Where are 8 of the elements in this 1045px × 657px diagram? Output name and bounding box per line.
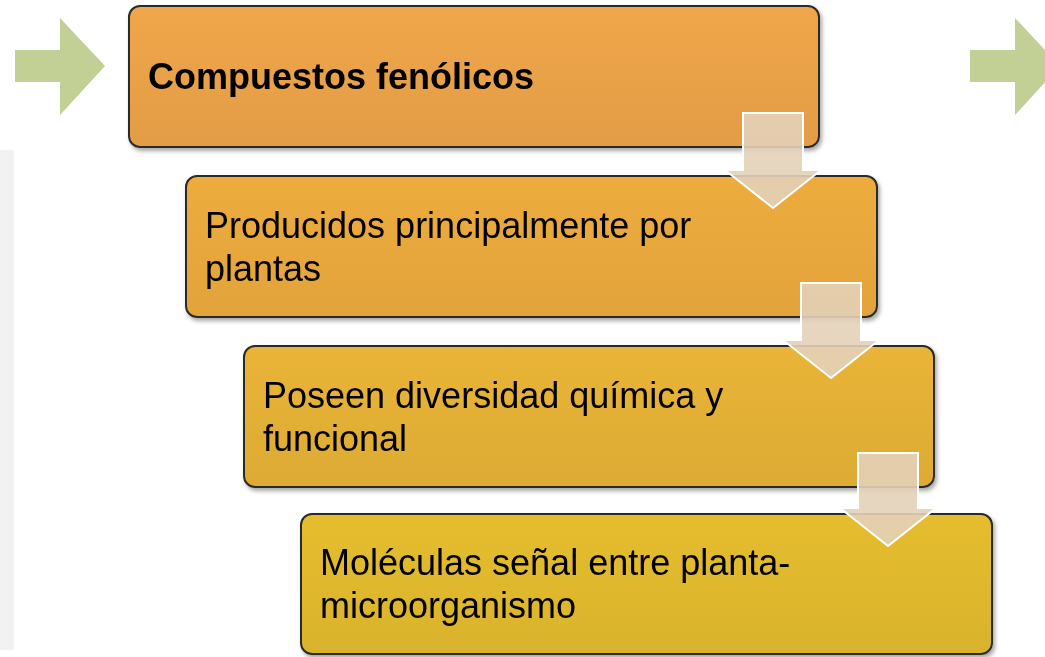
process-box: [128, 5, 820, 148]
box-text: Producidos principalmente por plantas: [205, 203, 693, 290]
box-text: Poseen diversidad química y funcional: [263, 373, 725, 460]
process-box: [300, 513, 993, 655]
box-text: Moléculas señal entre planta-microorganismo: [320, 541, 792, 627]
process-box: [243, 345, 935, 488]
process-box: [185, 175, 878, 318]
box-text: Compuestos fenólicos: [148, 55, 535, 98]
